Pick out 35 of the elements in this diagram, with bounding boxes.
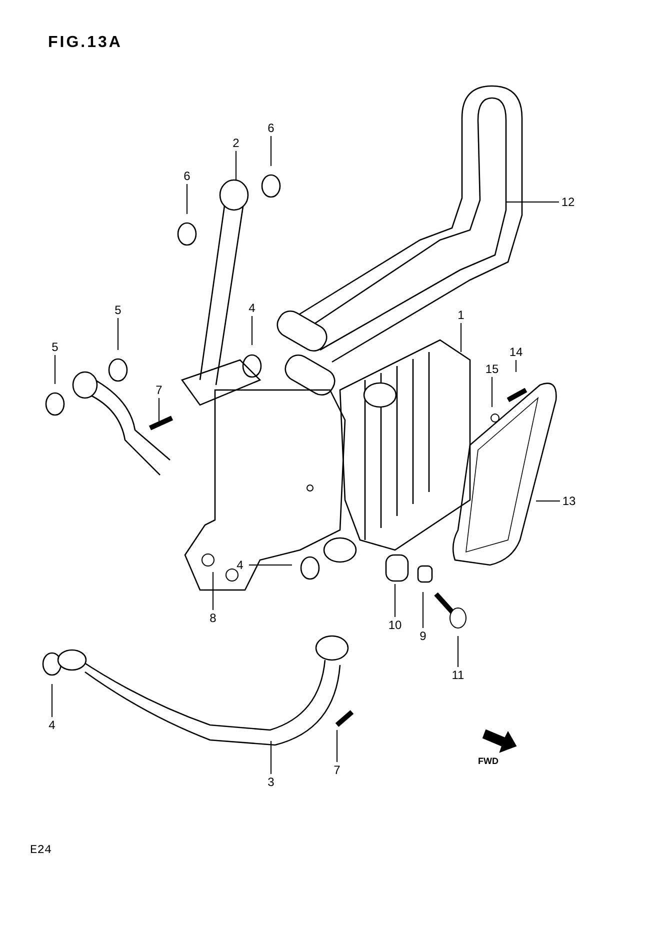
leader-line xyxy=(186,184,188,214)
leader-line xyxy=(460,322,462,352)
leader-line xyxy=(336,730,338,762)
callout-number: 8 xyxy=(204,611,222,625)
callout-number: 7 xyxy=(150,383,168,397)
callout-number: 14 xyxy=(507,345,525,359)
callout-number: 13 xyxy=(560,494,578,508)
callout-number: 11 xyxy=(449,668,467,682)
callout-number: 6 xyxy=(262,121,280,135)
leader-line xyxy=(394,584,396,618)
direction-label: FWD xyxy=(478,755,498,768)
figure-title: FIG.13A xyxy=(48,36,122,50)
callout-number: 5 xyxy=(109,303,127,317)
model-code: E24 xyxy=(30,843,52,857)
leader-line xyxy=(212,572,214,610)
callout-number: 7 xyxy=(328,763,346,777)
callout-number: 4 xyxy=(43,718,61,732)
callout-number: 5 xyxy=(46,340,64,354)
callout-number: 4 xyxy=(243,301,261,315)
leader-line xyxy=(422,592,424,628)
leader-line xyxy=(54,354,56,384)
callout-number: 1 xyxy=(452,308,470,322)
leader-line xyxy=(248,564,292,566)
leader-line xyxy=(536,500,560,502)
callout-number: 6 xyxy=(178,169,196,183)
callout-number: 10 xyxy=(386,618,404,632)
callout-number: 15 xyxy=(483,362,501,376)
leader-line xyxy=(158,398,160,422)
callout-number: 4 xyxy=(231,558,249,572)
callout-number: 12 xyxy=(559,195,577,209)
callout-number: 9 xyxy=(414,629,432,643)
callout-number: 2 xyxy=(227,136,245,150)
callout-number: 3 xyxy=(262,775,280,789)
leader-line xyxy=(270,136,272,166)
leader-line xyxy=(270,740,272,774)
